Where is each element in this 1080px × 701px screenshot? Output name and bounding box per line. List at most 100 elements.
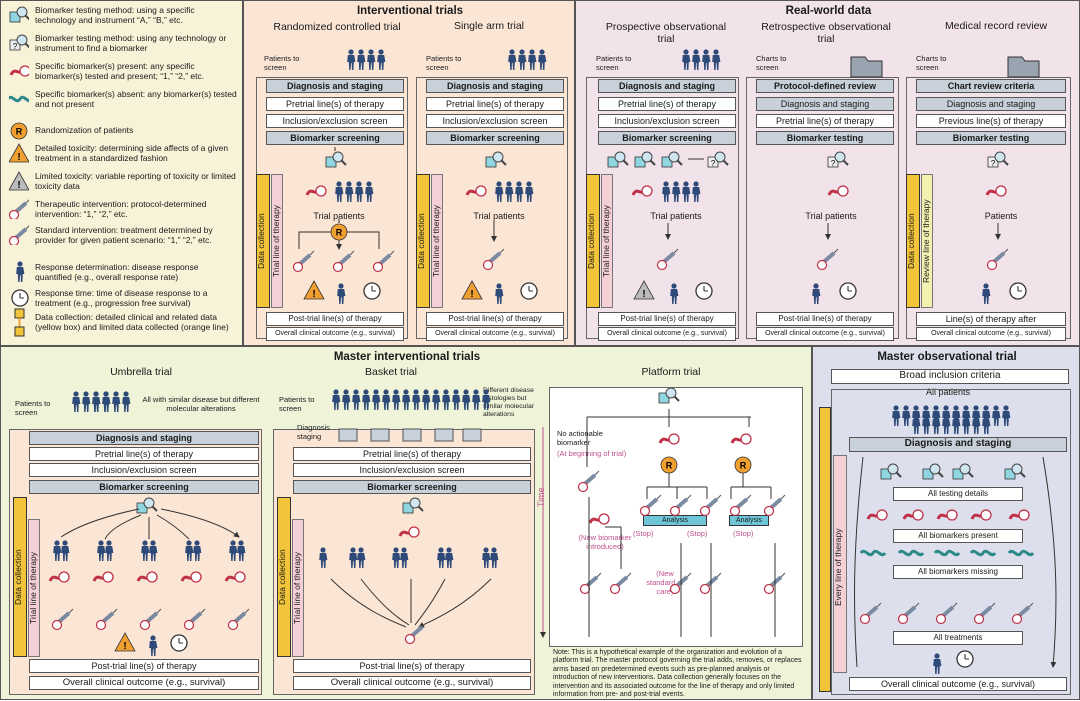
observ-syringes bbox=[858, 601, 1035, 626]
diagnosis-bar: Diagnosis and staging bbox=[598, 79, 736, 93]
magnifier-icon bbox=[607, 151, 629, 168]
magnifier-icon bbox=[136, 497, 158, 514]
master-icons bbox=[48, 387, 787, 656]
magnifier-icon bbox=[402, 497, 424, 514]
proto-review-bar: Protocol-defined review bbox=[756, 79, 894, 93]
biomarker-present-icon bbox=[9, 61, 29, 81]
basket-crowds bbox=[332, 389, 490, 410]
umbrella-note: All with similar disease but different m… bbox=[142, 395, 260, 413]
magnifier-icon bbox=[658, 387, 680, 404]
platform-note: Note: This is a hypothetical example of … bbox=[553, 649, 802, 699]
clock-icon bbox=[170, 634, 188, 652]
observ-helices bbox=[859, 549, 1035, 557]
clock-icon bbox=[9, 288, 29, 308]
warning-gray-icon bbox=[633, 280, 655, 301]
posttrial-bar: Post-trial line(s) of therapy bbox=[756, 312, 894, 326]
outcome-bar: Overall clinical outcome (e.g., survival… bbox=[598, 327, 736, 341]
mrr-title: Medical record review bbox=[944, 20, 1048, 32]
previous-lines-bar: Previous line(s) of therapy bbox=[916, 114, 1066, 128]
umbrella-syringes bbox=[50, 607, 251, 632]
clock-icon bbox=[363, 282, 381, 300]
chart-criteria-bar: Chart review criteria bbox=[916, 79, 1066, 93]
posttrial-bar: Post-trial line(s) of therapy bbox=[29, 659, 259, 673]
section-title: Interventional trials bbox=[356, 5, 464, 17]
person-icon bbox=[812, 283, 821, 304]
platform-title: Platform trial bbox=[641, 366, 701, 378]
pretrial-bar: Pretrial line(s) of therapy bbox=[29, 447, 259, 461]
observ-crowd bbox=[892, 405, 1010, 434]
observ-inner bbox=[831, 389, 1071, 695]
inclusion-bar: Inclusion/exclusion screen bbox=[266, 114, 404, 128]
biomarker-test-bar: Biomarker testing bbox=[756, 131, 894, 145]
legend-item: Response determination: disease response… bbox=[9, 261, 237, 282]
legend-item: Data collection: detailed clinical and r… bbox=[9, 308, 237, 337]
legend-item: Biomarker testing method: using any tech… bbox=[9, 33, 237, 53]
magnifier-question-icon bbox=[987, 151, 1009, 169]
data-collection-box bbox=[586, 174, 600, 308]
pot-title: Prospective observational trial bbox=[605, 21, 727, 45]
label: Patients to screen bbox=[15, 399, 51, 417]
label: Patients to screen bbox=[279, 395, 315, 413]
biomarker-present-icon bbox=[985, 184, 1008, 198]
label: Charts to screen bbox=[756, 54, 787, 72]
umbrella-patients bbox=[53, 540, 246, 561]
data-collection-box bbox=[13, 497, 27, 657]
analysis-box: Analysis bbox=[729, 515, 769, 526]
clock-icon bbox=[956, 650, 974, 668]
person-icon bbox=[933, 653, 942, 674]
umbrella-biomarkers bbox=[48, 570, 247, 584]
rwd-panel: Real-world data Prospective observationa… bbox=[575, 0, 1080, 346]
patients-icon bbox=[92, 391, 130, 412]
all-missing-bar: All biomarkers missing bbox=[893, 565, 1023, 579]
interventional-panel: Interventional trials Randomized control… bbox=[243, 0, 575, 346]
basket-diag-boxes bbox=[338, 428, 482, 442]
biomarker-present-icon bbox=[465, 184, 488, 198]
syringe-icon bbox=[985, 247, 1010, 272]
data-collection-icon bbox=[9, 308, 29, 337]
biomarker-absent-icon bbox=[9, 89, 29, 109]
biomarker-screen-bar: Biomarker screening bbox=[598, 131, 736, 145]
warning-orange-icon bbox=[461, 280, 483, 301]
pretrial-bar: Pretrial line(s) of therapy bbox=[598, 97, 736, 111]
outcome-bar: Overall clinical outcome (e.g., survival… bbox=[849, 677, 1067, 691]
legend-item: Specific biomarker(s) present: any speci… bbox=[9, 61, 237, 81]
biomarker-screen-bar: Biomarker screening bbox=[29, 480, 259, 494]
trial-line-box bbox=[292, 519, 304, 657]
magnifier-icon bbox=[325, 151, 347, 168]
biomarker-present-icon bbox=[658, 432, 681, 446]
every-line-box bbox=[833, 455, 847, 673]
all-testing-bar: All testing details bbox=[893, 487, 1023, 501]
data-collection-box bbox=[256, 174, 270, 308]
syringe-icon bbox=[481, 247, 506, 272]
patients-icon bbox=[508, 49, 546, 70]
randomization-icon bbox=[660, 456, 678, 474]
section-title: Real-world data bbox=[785, 5, 872, 17]
biomarker-present-icon bbox=[730, 432, 753, 446]
warning-orange-icon bbox=[303, 280, 325, 301]
biomarker-present-icon bbox=[398, 525, 421, 539]
all-present-bar: All biomarkers present bbox=[893, 529, 1023, 543]
randomization-icon bbox=[734, 456, 752, 474]
legend-item: Limited toxicity: variable reporting of … bbox=[9, 171, 237, 191]
posttrial-bar: Post-trial line(s) of therapy bbox=[293, 659, 531, 673]
diagnosis-bar: Diagnosis and staging bbox=[426, 79, 564, 93]
section-title: Master interventional trials bbox=[333, 351, 481, 363]
warning-gray-icon bbox=[9, 171, 29, 191]
all-patients-label: All patients bbox=[925, 387, 971, 397]
clock-icon bbox=[695, 282, 713, 300]
biomarker-screen-bar: Biomarker screening bbox=[426, 131, 564, 145]
biomarker-present-icon bbox=[827, 184, 850, 198]
data-collection-box bbox=[819, 407, 831, 692]
sat-title: Single arm trial bbox=[453, 20, 525, 32]
patients-icon bbox=[335, 181, 373, 202]
broad-inclusion-bar: Broad inclusion criteria bbox=[831, 369, 1069, 384]
syringe-icon bbox=[371, 249, 396, 274]
diagnosis-bar: Diagnosis and staging bbox=[266, 79, 404, 93]
observ-biomarkers bbox=[866, 508, 1031, 522]
stop-label: (Stop) bbox=[687, 529, 708, 538]
stop-label: (Stop) bbox=[733, 529, 754, 538]
rwd-icons bbox=[607, 1, 1040, 304]
person-icon bbox=[9, 261, 29, 282]
begin-label: (At beginning of trial) bbox=[557, 449, 627, 458]
biomarker-present-icon bbox=[305, 184, 328, 198]
